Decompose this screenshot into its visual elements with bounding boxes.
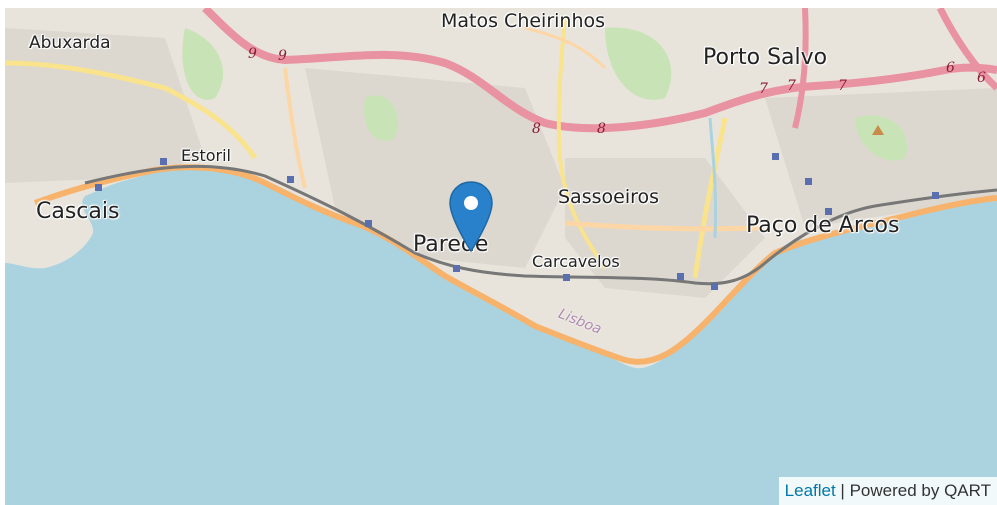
place-label-porto-salvo: Porto Salvo bbox=[703, 45, 828, 70]
park-area bbox=[605, 27, 672, 100]
place-label-matos-cheirinhos: Matos Cheirinhos bbox=[441, 10, 606, 32]
attribution-powered-by: Powered by QART bbox=[849, 481, 991, 500]
trunk-road bbox=[564, 220, 766, 232]
road-shield: 6 bbox=[946, 60, 955, 76]
road-shield: 8 bbox=[597, 121, 606, 137]
map-viewport[interactable]: 9 9 8 8 7 7 7 6 6 Abuxarda Matos Cheirin… bbox=[5, 8, 997, 505]
trunk-road bbox=[524, 26, 607, 70]
park-area bbox=[182, 28, 224, 100]
motorway bbox=[936, 8, 997, 91]
leaflet-link[interactable]: Leaflet bbox=[784, 481, 836, 500]
map-tiles bbox=[5, 8, 997, 369]
map-pin-icon bbox=[449, 181, 493, 253]
road-shield: 9 bbox=[248, 46, 257, 62]
coastal-road bbox=[33, 164, 997, 365]
road-shield: 8 bbox=[532, 121, 541, 137]
place-label-cascais: Cascais bbox=[36, 199, 120, 224]
place-label-sassoeiros: Sassoeiros bbox=[558, 186, 660, 208]
motorway bbox=[202, 8, 997, 133]
stations bbox=[95, 153, 939, 290]
trunk-road bbox=[692, 117, 728, 279]
place-label-abuxarda: Abuxarda bbox=[29, 33, 111, 53]
peak-marker bbox=[872, 125, 884, 135]
road-shield: 6 bbox=[977, 70, 986, 86]
river bbox=[708, 117, 718, 239]
trunk-road bbox=[5, 60, 258, 160]
road-shield: 7 bbox=[787, 78, 796, 94]
road-shield: 7 bbox=[838, 78, 847, 94]
attribution-separator: | bbox=[835, 481, 850, 500]
trunk-road bbox=[556, 17, 607, 270]
motorway bbox=[792, 8, 809, 129]
road-shield: 9 bbox=[278, 48, 287, 64]
park-area bbox=[855, 115, 907, 161]
railway bbox=[84, 164, 997, 286]
trunk-road bbox=[283, 67, 307, 189]
place-label-estoril: Estoril bbox=[181, 146, 231, 165]
location-marker[interactable] bbox=[449, 181, 493, 253]
park-area bbox=[364, 95, 398, 141]
map-attribution: Leaflet | Powered by QART bbox=[778, 477, 997, 505]
place-label-paco-de-arcos: Paço de Arcos bbox=[746, 213, 900, 238]
place-label-carcavelos: Carcavelos bbox=[532, 252, 620, 271]
road-shield: 7 bbox=[759, 81, 768, 97]
